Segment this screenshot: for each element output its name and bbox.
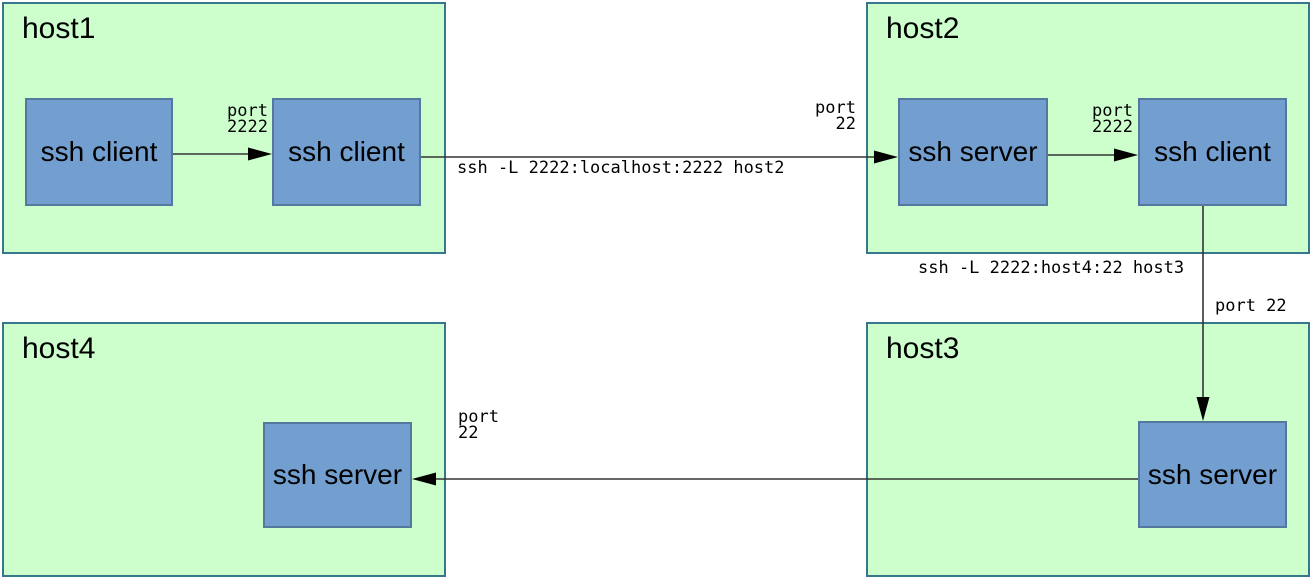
- host4-ssh-server: ssh server: [263, 422, 412, 528]
- ssh-command-host2-to-host3: ssh -L 2222:host4:22 host3: [918, 258, 1185, 278]
- ssh-command-host1-to-host2: ssh -L 2222:localhost:2222 host2: [457, 158, 785, 178]
- host1-title: host1: [22, 12, 96, 45]
- host2-title: host2: [886, 12, 960, 45]
- host2-ssh-client: ssh client: [1138, 98, 1287, 206]
- port-label-host3-to-host4: port 22: [458, 407, 499, 443]
- host1-ssh-client-2: ssh client: [272, 98, 421, 206]
- host4-title: host4: [22, 332, 96, 365]
- port-label-host1-to-host2: port 22: [815, 98, 856, 134]
- host3-title: host3: [886, 332, 960, 365]
- host3-ssh-server: ssh server: [1138, 421, 1287, 528]
- port-label-host2-internal: port 2222: [1092, 101, 1133, 137]
- host3-box: host3: [866, 322, 1310, 577]
- port-label-host1-internal: port 2222: [227, 101, 268, 137]
- host2-ssh-server: ssh server: [898, 98, 1048, 206]
- host1-ssh-client-1: ssh client: [25, 98, 173, 206]
- port-label-host2-to-host3: port 22: [1215, 296, 1287, 316]
